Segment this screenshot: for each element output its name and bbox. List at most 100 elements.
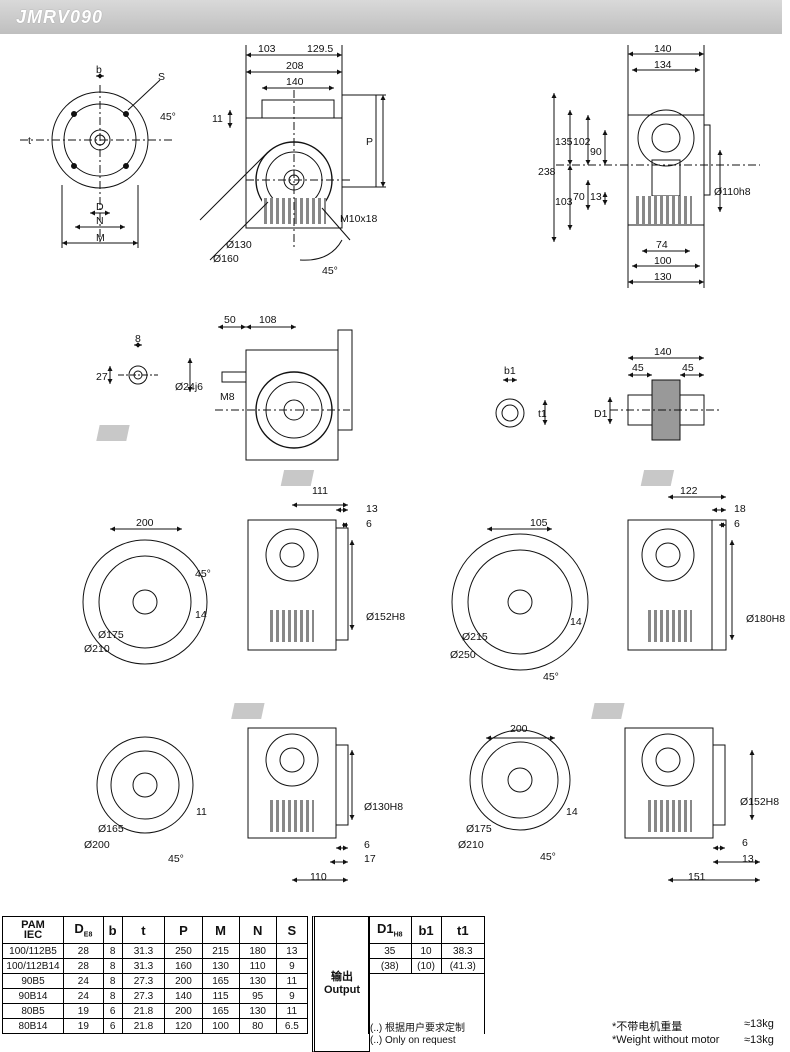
svg-text:Ø152H8: Ø152H8 [366,611,405,623]
table-cell: 6.5 [275,1018,309,1034]
svg-text:100: 100 [654,255,672,267]
custom-note-en: (..) Only on request [370,1035,456,1046]
table-cell: 180 [238,943,277,959]
svg-text:122: 122 [680,485,698,497]
table-cell: 130 [201,958,240,974]
svg-text:6: 6 [364,839,370,851]
output-label-cell: 输出 Output [312,916,370,1052]
table-cell: 27.3 [121,988,166,1004]
table-cell: 28 [63,943,104,959]
svg-text:45°: 45° [540,851,556,863]
svg-text:13: 13 [590,191,602,203]
svg-text:200: 200 [136,517,154,529]
svg-text:135: 135 [555,136,573,148]
svg-text:14: 14 [570,616,582,628]
svg-text:45°: 45° [195,568,211,580]
fb-flange-side [627,494,735,651]
table-cell: 8 [102,958,123,974]
svg-text:134: 134 [654,59,672,71]
svg-text:45°: 45° [160,111,176,123]
output-label-cn: 输出 [331,971,353,983]
svg-text:b1: b1 [504,365,516,377]
input-shaft-key-view [107,342,158,385]
svg-text:200: 200 [510,723,528,735]
fa-flange-side [247,502,355,651]
column-header: DE8 [63,916,104,944]
svg-text:70: 70 [573,191,585,203]
vs-view [187,324,353,461]
fa-badge: FA [280,470,408,486]
svg-text:11: 11 [212,113,223,125]
svg-text:S: S [158,71,165,83]
table-cell: 38.3 [440,943,486,959]
svg-text:129.5: 129.5 [307,43,333,55]
table-cell: 31.3 [121,943,166,959]
weight-label-en: *Weight without motor [612,1034,720,1046]
fd-badge: FD [591,703,769,719]
custom-note-cn: (..) 根据用户要求定制 [370,1023,465,1034]
table-cell: 215 [201,943,240,959]
table-cell: 24 [63,988,104,1004]
fa-flange-front [82,526,208,665]
svg-text:14: 14 [195,609,207,621]
output-label-en: Output [323,984,361,996]
vs-badge: VS [96,425,218,441]
table-cell: 8 [102,973,123,989]
table-cell: 19 [63,1018,104,1034]
svg-text:102: 102 [573,136,591,148]
svg-text:110: 110 [310,871,327,883]
svg-text:6: 6 [366,518,372,530]
svg-text:140: 140 [286,76,304,88]
table-cell: (10) [410,958,442,974]
table-cell: (38) [368,958,412,974]
svg-text:103: 103 [258,43,276,55]
svg-text:103: 103 [555,196,573,208]
svg-text:Ø210: Ø210 [458,839,484,851]
column-header: D1H8 [368,916,412,944]
svg-text:P: P [366,136,373,148]
column-header: M [201,916,240,944]
table-cell: 160 [164,958,203,974]
svg-text:FC: FC [390,703,410,719]
fc-flange-side [247,727,355,883]
table-cell: 115 [201,988,240,1004]
column-header: b [102,916,123,944]
output-bore-key-view [495,377,548,428]
svg-text:90: 90 [590,146,602,158]
page-title: JMRV090 [16,7,104,27]
table-cell: 100/112B14 [2,958,64,974]
table-cell: (41.3) [440,958,486,974]
svg-text:Ø210: Ø210 [84,643,110,655]
table-cell: 90B14 [2,988,64,1004]
fd-flange-side [624,727,760,883]
table-cell: 35 [368,943,412,959]
input-flange-view [20,73,175,248]
svg-text:50: 50 [224,314,236,326]
table-cell: 24 [63,973,104,989]
table-header-row: D1H8 b1 t1 [368,916,486,944]
fc-flange-front [96,736,194,834]
table-cell: 250 [164,943,203,959]
svg-text:Ø215: Ø215 [462,631,488,643]
column-header: b1 [410,916,442,944]
svg-text:FA: FA [390,470,408,486]
svg-text:Ø152H8: Ø152H8 [740,796,779,808]
svg-text:27: 27 [96,371,108,383]
technical-drawing: VS FA FB FC FD b S 45° D N M t 103 129.5… [20,43,785,883]
svg-text:Ø165: Ø165 [98,823,124,835]
weight-label-cn: *不带电机重量 [612,1021,683,1033]
weight-value-cn: ≈13kg [744,1018,774,1030]
svg-text:45: 45 [632,362,644,374]
table-cell: 28 [63,958,104,974]
table-cell: 95 [238,988,277,1004]
svg-text:b: b [96,64,102,76]
svg-text:t: t [28,135,31,147]
svg-text:105: 105 [530,517,548,529]
fd-flange-front [469,729,571,831]
table-cell: 11 [275,973,309,989]
